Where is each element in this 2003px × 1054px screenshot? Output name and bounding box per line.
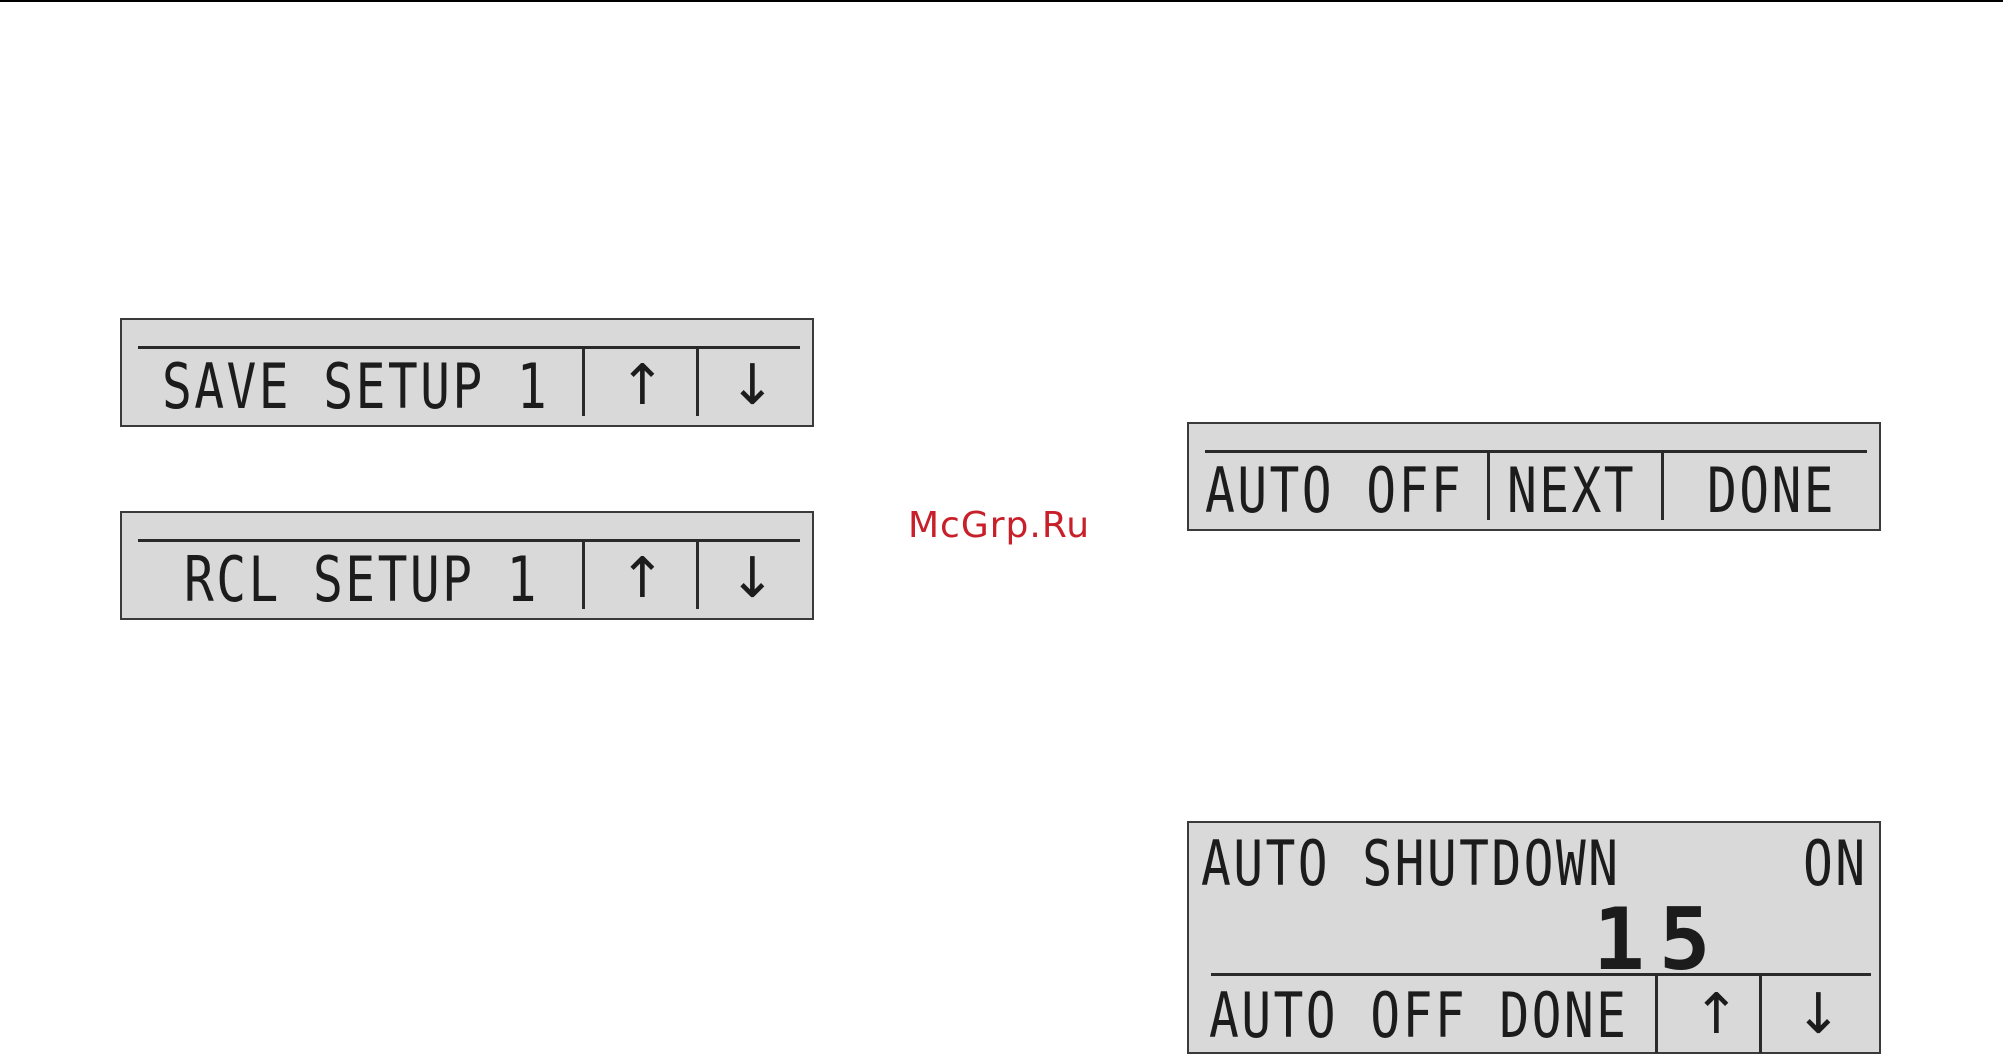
watermark-text: McGrp.Ru <box>908 505 1090 546</box>
auto-off-softkey-label[interactable]: AUTO OFF <box>1205 460 1463 522</box>
display-divider <box>138 539 800 542</box>
display-divider <box>1655 973 1658 1053</box>
auto-shutdown-state: ON <box>1803 833 1868 895</box>
display-divider <box>1211 973 1871 976</box>
display-divider <box>138 346 800 349</box>
display-divider <box>696 346 699 416</box>
down-arrow-icon[interactable]: ↓ <box>1795 987 1842 1043</box>
auto-off-done-softkey-label[interactable]: AUTO OFF DONE <box>1209 985 1628 1047</box>
next-softkey-label[interactable]: NEXT <box>1507 460 1636 522</box>
display-divider <box>1759 973 1762 1053</box>
display-divider <box>696 539 699 609</box>
up-arrow-icon[interactable]: ↑ <box>619 358 666 414</box>
down-arrow-icon[interactable]: ↓ <box>729 551 776 607</box>
top-rule <box>0 0 2003 2</box>
auto-shutdown-title: AUTO SHUTDOWN <box>1201 833 1620 895</box>
display-divider <box>582 539 585 609</box>
auto-off-display: AUTO OFF NEXT DONE <box>1187 422 1881 531</box>
rcl-setup-display: RCL SETUP 1 ↑ ↓ <box>120 511 814 620</box>
display-divider <box>1487 450 1490 520</box>
display-divider <box>1205 450 1867 453</box>
save-setup-softkey-label[interactable]: SAVE SETUP 1 <box>162 356 549 418</box>
done-softkey-label[interactable]: DONE <box>1707 460 1836 522</box>
up-arrow-icon[interactable]: ↑ <box>619 551 666 607</box>
auto-shutdown-value: 15 <box>1593 897 1725 983</box>
up-arrow-icon[interactable]: ↑ <box>1693 987 1740 1043</box>
display-divider <box>1661 450 1664 520</box>
down-arrow-icon[interactable]: ↓ <box>729 358 776 414</box>
rcl-setup-softkey-label[interactable]: RCL SETUP 1 <box>184 549 539 611</box>
display-divider <box>582 346 585 416</box>
auto-shutdown-display: AUTO SHUTDOWN ON 15 AUTO OFF DONE ↑ ↓ <box>1187 821 1881 1054</box>
save-setup-display: SAVE SETUP 1 ↑ ↓ <box>120 318 814 427</box>
